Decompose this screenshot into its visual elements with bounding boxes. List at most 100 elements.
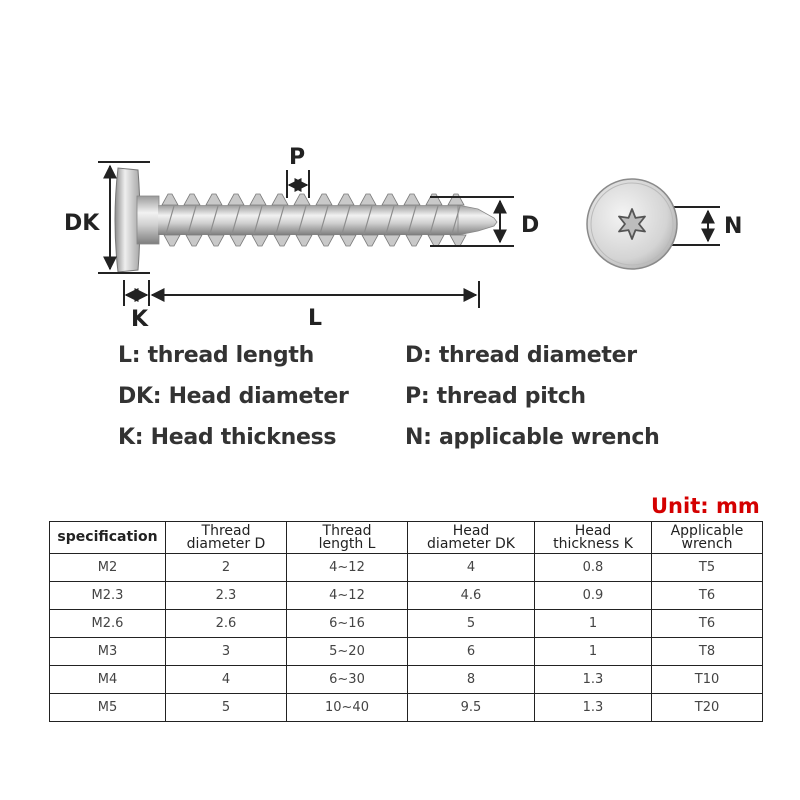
table-cell: 5: [407, 609, 535, 638]
column-header-line: length L: [318, 535, 376, 552]
thread-groove: [363, 205, 373, 235]
thread-crest: [161, 193, 181, 247]
table-cell: M2.3: [49, 581, 166, 610]
table-cell: 1: [534, 609, 652, 638]
thread-groove: [429, 205, 439, 235]
thread-crest: [271, 193, 291, 247]
table-cell: 0.9: [534, 581, 652, 610]
thread-groove: [407, 205, 417, 235]
table-cell: 6: [407, 637, 535, 666]
screw-threads: [161, 193, 467, 247]
table-cell: 4.6: [407, 581, 535, 610]
table-cell: 1.3: [534, 693, 652, 722]
column-header-line: thickness K: [553, 535, 633, 552]
column-header-line: Head: [574, 522, 612, 539]
table-cell: M4: [49, 665, 166, 694]
table-cell: 2.3: [165, 581, 287, 610]
thread-crest: [381, 193, 401, 247]
table-cell: 4: [407, 553, 535, 582]
table-cell: 10~40: [286, 693, 408, 722]
legend-applicable-wrench: N: applicable wrench: [405, 425, 660, 450]
thread-groove: [451, 205, 461, 235]
table-cell: M3: [49, 637, 166, 666]
table-cell: 4~12: [286, 553, 408, 582]
thread-crest: [359, 193, 379, 247]
screw-shaft: [158, 205, 458, 235]
table-cell: 1.3: [534, 665, 652, 694]
thread-crest: [183, 193, 203, 247]
legend-head-thickness: K: Head thickness: [118, 425, 337, 450]
label-d: D: [521, 213, 540, 238]
table-cell: 4: [165, 665, 287, 694]
label-p: P: [289, 145, 306, 170]
table-cell: 5: [165, 693, 287, 722]
table-cell: 6~16: [286, 609, 408, 638]
column-header-line: Thread: [201, 522, 251, 539]
thread-groove: [187, 205, 197, 235]
thread-groove: [209, 205, 219, 235]
thread-groove: [231, 205, 241, 235]
column-header-line: wrench: [681, 535, 733, 552]
thread-crest: [205, 193, 225, 247]
screw-tip: [457, 204, 498, 236]
table-cell: T6: [651, 581, 763, 610]
legend-head-diameter: DK: Head diameter: [118, 384, 349, 409]
table-cell: M2: [49, 553, 166, 582]
thread-groove: [319, 205, 329, 235]
column-header-line: Head: [452, 522, 490, 539]
table-cell: M2.6: [49, 609, 166, 638]
thread-groove: [165, 205, 175, 235]
column-header-line: Applicable: [670, 522, 744, 539]
thread-crest: [249, 193, 269, 247]
thread-crest: [337, 193, 357, 247]
thread-crest: [293, 193, 313, 247]
label-dk: DK: [64, 211, 100, 236]
screw-side-view: [114, 167, 498, 273]
table-cell: 8: [407, 665, 535, 694]
table-cell: T6: [651, 609, 763, 638]
unit-label: Unit: mm: [651, 494, 760, 518]
column-header-line: diameter D: [186, 535, 266, 552]
legend-thread-pitch: P: thread pitch: [405, 384, 586, 409]
column-header-line: specification: [57, 529, 158, 545]
table-cell: 5~20: [286, 637, 408, 666]
table-cell: 9.5: [407, 693, 535, 722]
dimension-lines: [98, 161, 720, 308]
table-cell: 2: [165, 553, 287, 582]
label-l: L: [308, 306, 323, 331]
table-cell: M5: [49, 693, 166, 722]
table-cell: 3: [165, 637, 287, 666]
legend-thread-length: L: thread length: [118, 343, 314, 368]
thread-groove: [297, 205, 307, 235]
screw-head-front-view: [586, 178, 678, 270]
thread-groove: [385, 205, 395, 235]
thread-crest: [315, 193, 335, 247]
label-n: N: [724, 214, 743, 239]
table-cell: 1: [534, 637, 652, 666]
screw-neck: [136, 195, 160, 245]
thread-crest: [227, 193, 247, 247]
legend-thread-diameter: D: thread diameter: [405, 343, 637, 368]
table-cell: T8: [651, 637, 763, 666]
table-cell: 6~30: [286, 665, 408, 694]
table-cell: 4~12: [286, 581, 408, 610]
thread-groove: [275, 205, 285, 235]
thread-groove: [341, 205, 351, 235]
table-cell: 0.8: [534, 553, 652, 582]
label-k: K: [131, 307, 149, 332]
thread-groove: [253, 205, 263, 235]
column-header-line: diameter DK: [427, 535, 515, 552]
torx-socket-icon: [618, 208, 646, 240]
